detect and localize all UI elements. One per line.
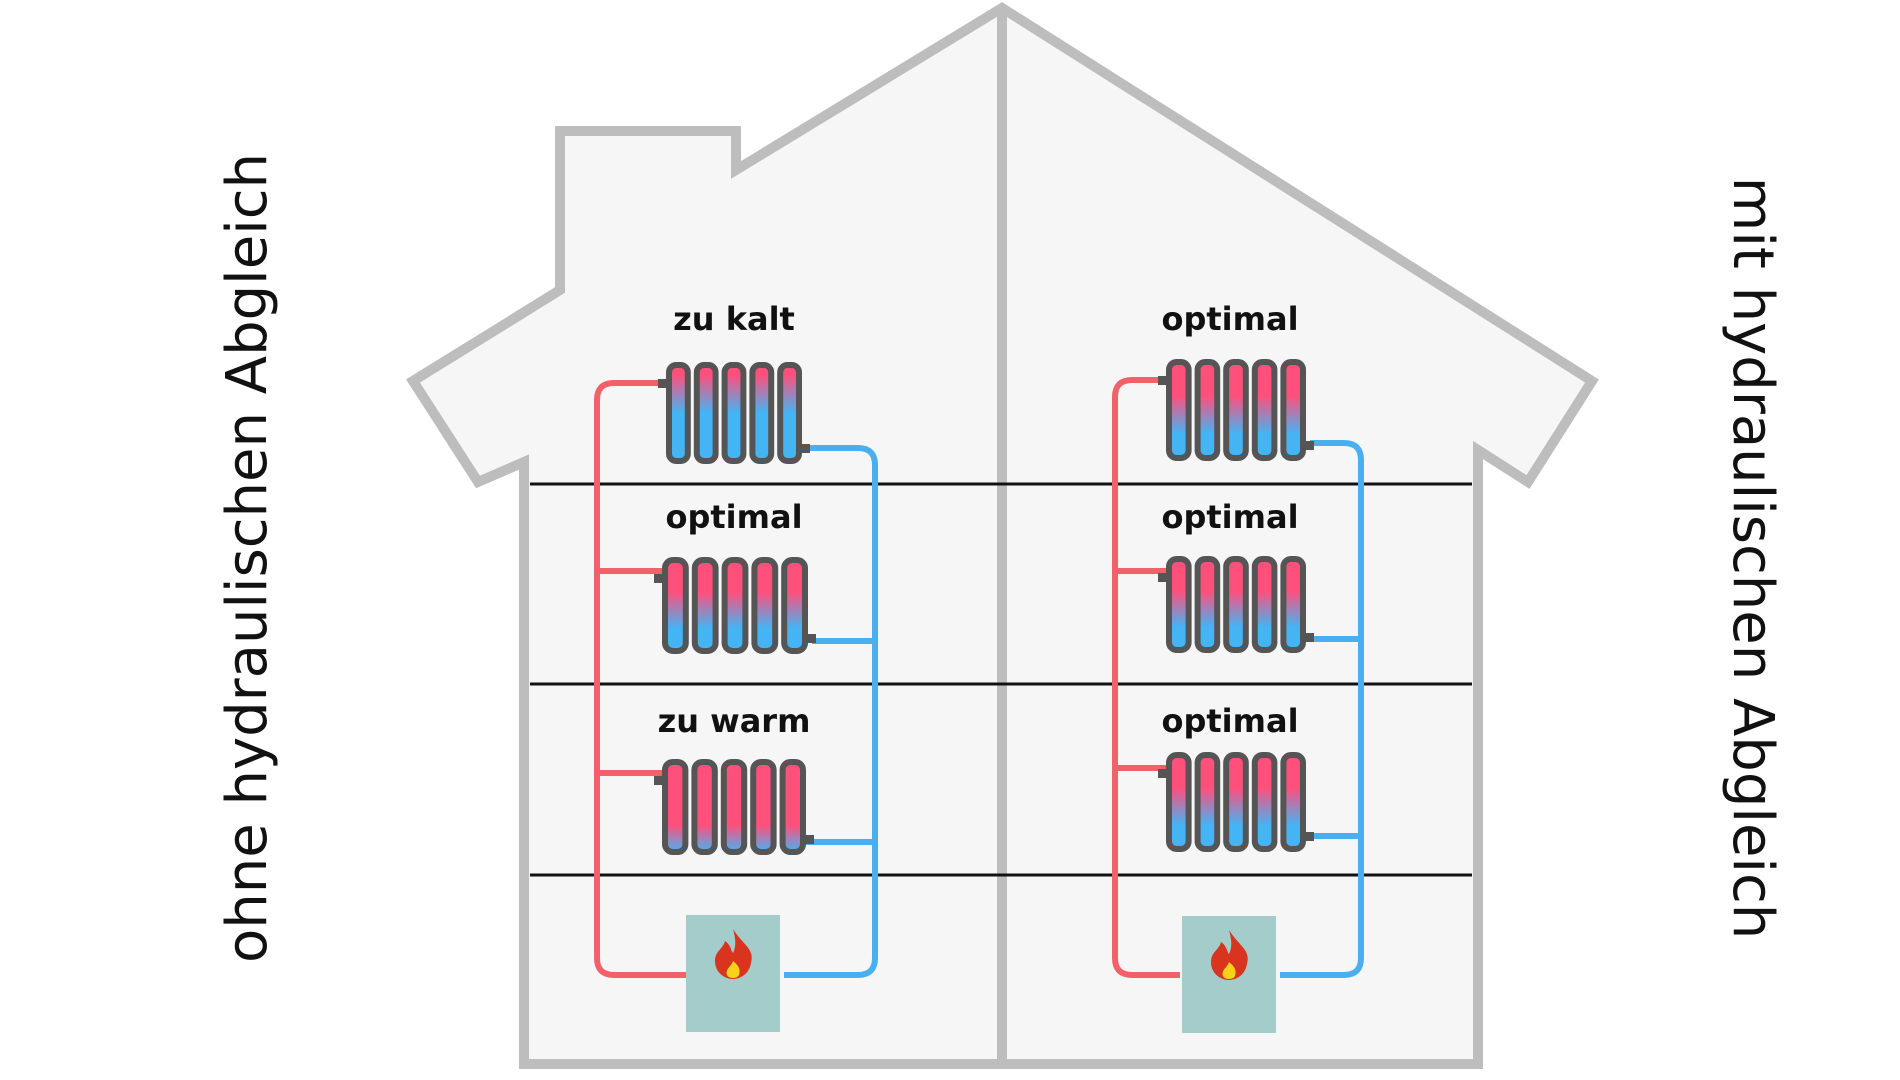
radiator-outlet: [804, 835, 814, 844]
radiator-fin: [749, 362, 775, 464]
radiator: [658, 362, 810, 464]
floor-lines: [530, 482, 1472, 877]
radiator-fin: [721, 557, 749, 654]
radiator-fin: [662, 759, 689, 855]
radiator-fin: [693, 362, 719, 464]
radiator-outlet: [800, 444, 810, 453]
radiator-fin: [662, 557, 689, 654]
radiator-fin: [1280, 359, 1307, 461]
room-label: zu warm: [658, 702, 811, 740]
radiator-fin: [1251, 359, 1278, 461]
boiler: [686, 915, 780, 1032]
radiator-fin: [1166, 359, 1192, 461]
radiator-inlet: [1158, 573, 1168, 582]
radiator-outlet: [806, 634, 816, 643]
radiator-inlet: [654, 776, 664, 785]
radiator-fin: [1194, 359, 1221, 461]
radiator-inlet: [1158, 769, 1168, 778]
radiator-fin: [691, 759, 718, 855]
return-pipe: [784, 445, 878, 978]
radiator-fin: [1223, 752, 1249, 852]
radiator-fin: [666, 362, 691, 464]
panel-right: optimal optimal optimal: [1112, 300, 1364, 1033]
radiator-fin: [1223, 359, 1249, 461]
side-label-right: mit hydraulischen Abgleich: [1720, 177, 1785, 939]
room-label: optimal: [1161, 300, 1298, 338]
radiator: [654, 557, 816, 654]
radiator-fin: [721, 362, 747, 464]
radiator-fin: [720, 759, 748, 855]
radiator-fin: [1194, 752, 1221, 852]
supply-pipe: [594, 380, 688, 978]
radiator-fin: [1280, 752, 1307, 852]
radiator-fin: [781, 557, 809, 654]
radiator: [1158, 752, 1314, 852]
room-label: optimal: [665, 498, 802, 536]
side-label-left: ohne hydraulischen Abgleich: [215, 153, 280, 963]
radiator-inlet: [654, 574, 664, 583]
radiator-fin: [751, 557, 779, 654]
radiator-fin: [691, 557, 719, 654]
boiler: [1182, 916, 1276, 1033]
radiator-inlet: [1158, 376, 1168, 385]
radiator-outlet: [1304, 441, 1314, 450]
radiator-fin: [1251, 752, 1278, 852]
radiator: [654, 759, 814, 855]
radiator-fin: [750, 759, 777, 855]
supply-pipe: [1112, 377, 1180, 978]
room-label: zu kalt: [673, 300, 795, 338]
flame-icon: [1211, 930, 1248, 980]
radiator-fin: [1166, 752, 1192, 852]
flame-icon: [715, 929, 752, 979]
radiator-fin: [1280, 556, 1307, 653]
radiator-fin: [1223, 556, 1249, 653]
radiator-outlet: [1304, 633, 1314, 642]
radiator-fin: [1194, 556, 1221, 653]
radiator: [1158, 359, 1314, 461]
return-pipe: [1280, 440, 1364, 978]
radiator-inlet: [658, 379, 668, 388]
panel-left: zu kalt optimal zu warm: [594, 300, 878, 1032]
radiator: [1158, 556, 1314, 653]
room-label: optimal: [1161, 498, 1298, 536]
radiator-fin: [1166, 556, 1192, 653]
radiator-fin: [779, 759, 806, 855]
room-label: optimal: [1161, 702, 1298, 740]
radiator-outlet: [1304, 832, 1314, 841]
radiator-fin: [777, 362, 803, 464]
radiator-fin: [1251, 556, 1278, 653]
